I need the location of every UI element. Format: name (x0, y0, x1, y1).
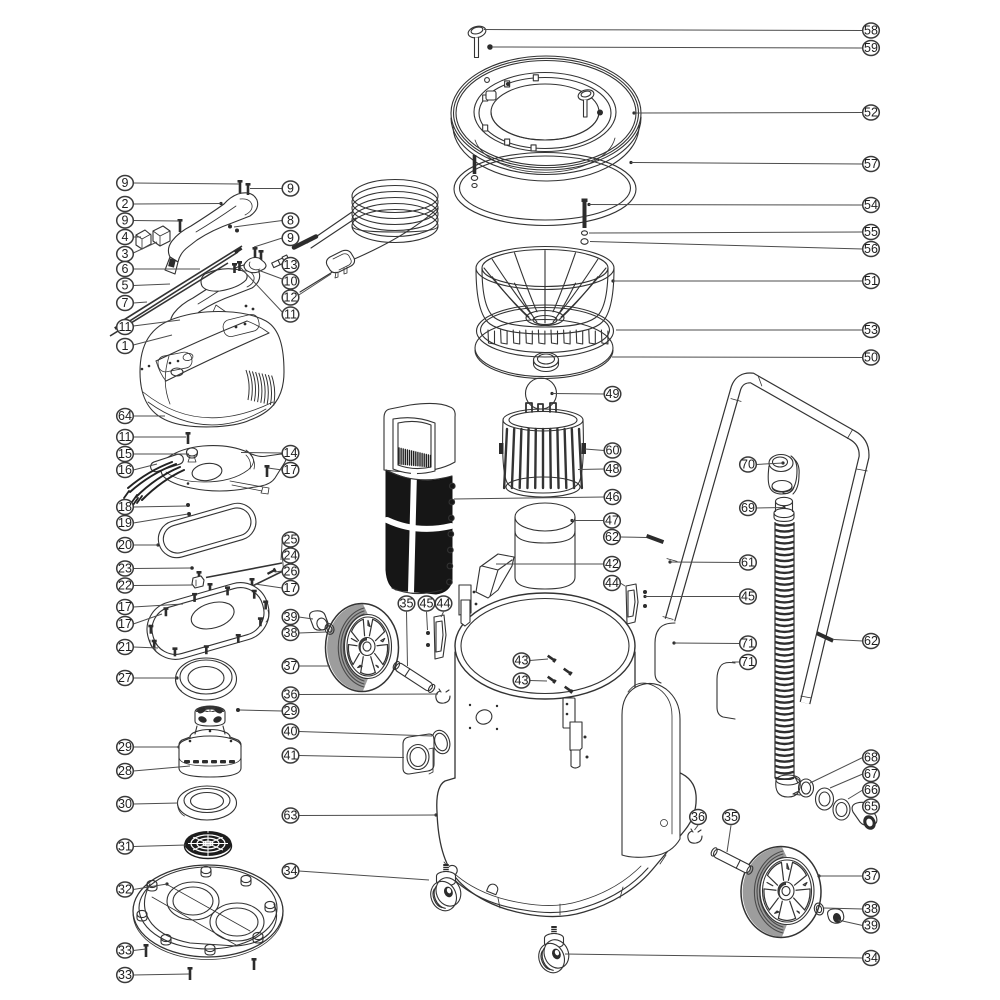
svg-text:2: 2 (122, 197, 129, 211)
svg-text:35: 35 (400, 597, 414, 611)
svg-text:34: 34 (284, 864, 298, 878)
svg-text:30: 30 (118, 797, 132, 811)
svg-text:58: 58 (864, 24, 878, 38)
svg-text:39: 39 (864, 919, 878, 933)
svg-text:70: 70 (741, 458, 755, 472)
svg-text:40: 40 (284, 725, 298, 739)
svg-text:68: 68 (864, 751, 878, 765)
svg-text:9: 9 (287, 231, 294, 245)
svg-text:16: 16 (118, 463, 132, 477)
svg-text:18: 18 (118, 500, 132, 514)
svg-text:51: 51 (864, 274, 878, 288)
svg-text:46: 46 (606, 490, 620, 504)
svg-text:43: 43 (515, 674, 529, 688)
svg-text:39: 39 (284, 610, 298, 624)
svg-text:9: 9 (122, 214, 129, 228)
svg-text:49: 49 (606, 387, 620, 401)
svg-text:38: 38 (284, 626, 298, 640)
svg-text:69: 69 (741, 501, 755, 515)
svg-text:63: 63 (284, 809, 298, 823)
svg-text:64: 64 (118, 409, 132, 423)
svg-text:26: 26 (284, 565, 298, 579)
svg-text:66: 66 (864, 783, 878, 797)
svg-text:62: 62 (864, 634, 878, 648)
svg-text:61: 61 (741, 556, 755, 570)
svg-text:32: 32 (118, 883, 132, 897)
svg-text:60: 60 (606, 444, 620, 458)
svg-text:67: 67 (864, 767, 878, 781)
svg-text:44: 44 (437, 597, 451, 611)
svg-text:54: 54 (864, 198, 878, 212)
svg-text:36: 36 (284, 688, 298, 702)
svg-text:71: 71 (741, 655, 755, 669)
svg-text:55: 55 (864, 225, 878, 239)
svg-text:48: 48 (606, 462, 620, 476)
svg-text:24: 24 (284, 549, 298, 563)
svg-text:17: 17 (284, 581, 298, 595)
svg-text:52: 52 (864, 106, 878, 120)
svg-text:44: 44 (605, 576, 619, 590)
svg-text:62: 62 (605, 530, 619, 544)
svg-text:12: 12 (284, 291, 298, 305)
svg-text:34: 34 (864, 951, 878, 965)
svg-text:56: 56 (864, 242, 878, 256)
svg-text:17: 17 (118, 600, 132, 614)
svg-text:20: 20 (118, 538, 132, 552)
svg-text:10: 10 (284, 275, 298, 289)
svg-text:11: 11 (119, 430, 132, 444)
svg-text:33: 33 (118, 944, 132, 958)
svg-text:57: 57 (864, 157, 878, 171)
svg-text:11: 11 (119, 320, 132, 334)
svg-text:36: 36 (691, 810, 705, 824)
svg-text:65: 65 (864, 800, 878, 814)
svg-text:3: 3 (122, 247, 129, 261)
svg-text:13: 13 (284, 258, 298, 272)
svg-text:41: 41 (284, 749, 298, 763)
svg-text:27: 27 (118, 671, 132, 685)
svg-text:29: 29 (118, 740, 132, 754)
svg-text:8: 8 (287, 214, 294, 228)
svg-text:47: 47 (605, 514, 619, 528)
svg-text:6: 6 (122, 262, 129, 276)
svg-text:42: 42 (605, 557, 619, 571)
svg-text:43: 43 (515, 654, 529, 668)
svg-text:45: 45 (741, 590, 755, 604)
svg-text:59: 59 (864, 41, 878, 55)
svg-text:4: 4 (122, 230, 129, 244)
svg-text:71: 71 (741, 637, 755, 651)
svg-text:11: 11 (284, 308, 297, 322)
svg-text:29: 29 (284, 704, 298, 718)
svg-text:37: 37 (284, 659, 298, 673)
svg-text:25: 25 (284, 533, 298, 547)
svg-text:33: 33 (118, 968, 132, 982)
svg-text:17: 17 (284, 463, 298, 477)
svg-text:35: 35 (724, 810, 738, 824)
svg-text:5: 5 (122, 279, 129, 293)
svg-text:9: 9 (122, 176, 129, 190)
svg-text:9: 9 (287, 182, 294, 196)
svg-text:37: 37 (864, 869, 878, 883)
svg-text:17: 17 (118, 617, 132, 631)
svg-text:31: 31 (118, 840, 132, 854)
svg-text:1: 1 (122, 339, 129, 353)
svg-text:50: 50 (864, 351, 878, 365)
svg-text:23: 23 (118, 562, 132, 576)
svg-text:28: 28 (118, 764, 132, 778)
svg-text:14: 14 (284, 446, 298, 460)
svg-text:7: 7 (122, 296, 129, 310)
svg-text:53: 53 (864, 323, 878, 337)
svg-text:45: 45 (420, 597, 434, 611)
svg-text:21: 21 (118, 640, 132, 654)
svg-text:15: 15 (118, 447, 132, 461)
svg-text:38: 38 (864, 902, 878, 916)
svg-text:22: 22 (118, 579, 132, 593)
svg-text:19: 19 (118, 516, 132, 530)
